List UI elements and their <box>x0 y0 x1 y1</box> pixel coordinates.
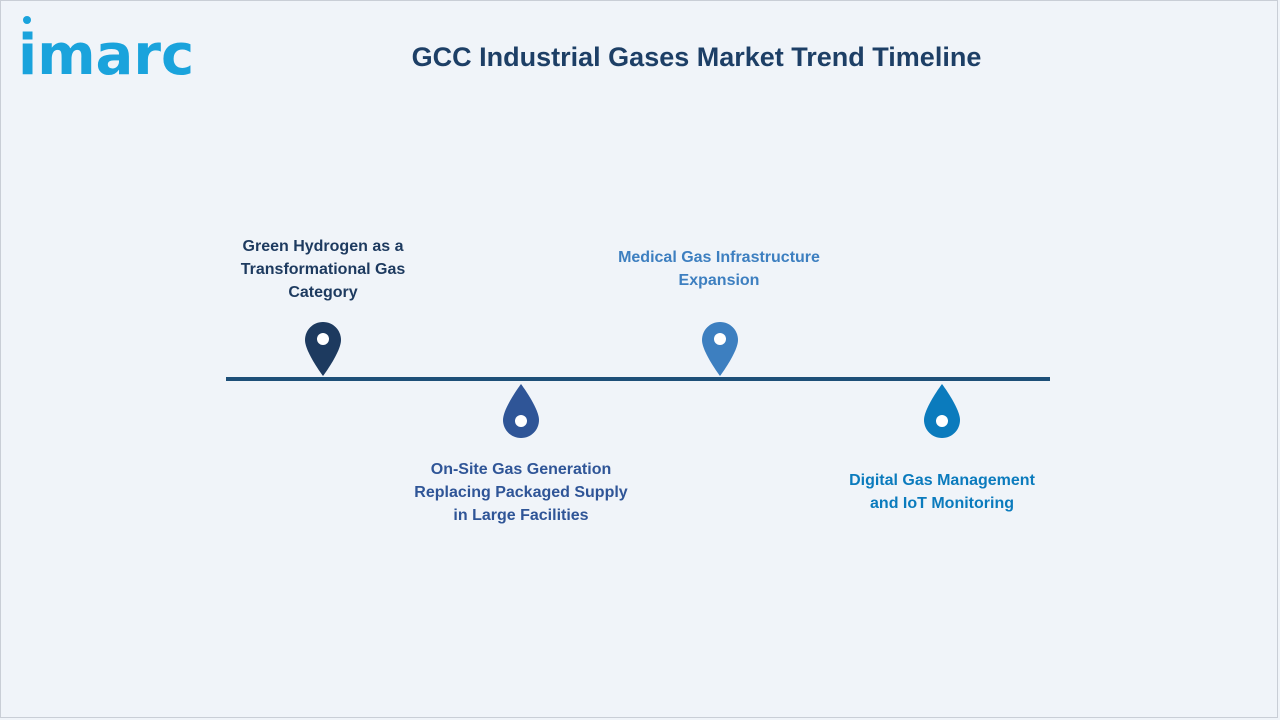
milestone-label-4: Digital Gas Management and IoT Monitorin… <box>849 472 1035 512</box>
imarc-logo: imarc <box>18 16 194 84</box>
milestone-label-2: On-Site Gas Generation Replacing Package… <box>414 461 628 524</box>
milestone-label-3: Medical Gas Infrastructure Expansion <box>618 249 820 289</box>
timeline-line <box>226 377 1050 381</box>
map-pin-icon <box>702 322 738 376</box>
milestone-label-1: Green Hydrogen as a Transformational Gas… <box>240 238 406 301</box>
page-title: GCC Industrial Gases Market Trend Timeli… <box>411 42 982 72</box>
drop-pin-icon <box>503 384 539 438</box>
drop-pin-icon <box>924 384 960 438</box>
logo-text: imarc <box>18 23 194 84</box>
map-pin-icon <box>305 322 341 376</box>
